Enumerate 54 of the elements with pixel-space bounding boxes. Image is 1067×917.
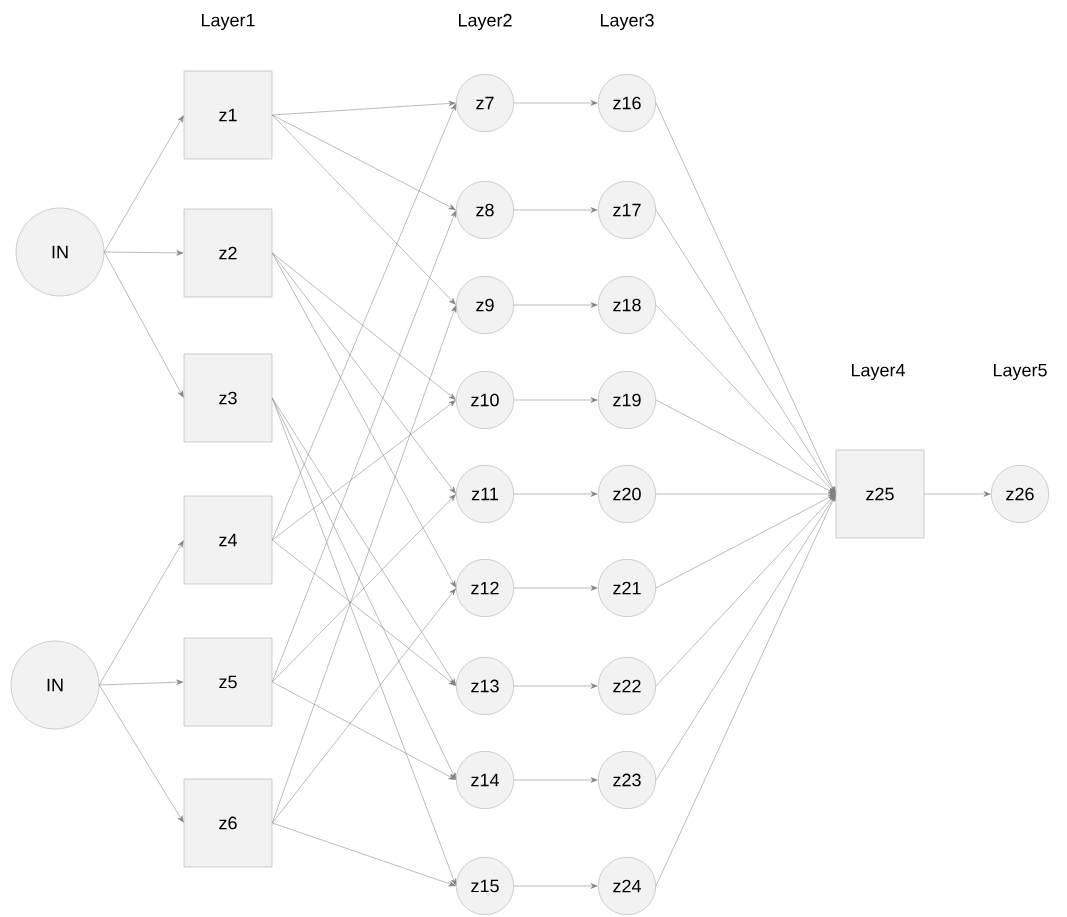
arrow [272, 252, 456, 588]
arrow [655, 399, 836, 494]
arrow [99, 684, 184, 823]
arrow [272, 494, 456, 683]
layer-label: Layer3 [600, 13, 654, 31]
layer-label: Layer5 [993, 363, 1047, 381]
node-box: z2 [183, 208, 273, 298]
arrow [99, 540, 184, 686]
arrow [272, 114, 456, 305]
arrow [513, 585, 598, 591]
arrow [272, 100, 456, 116]
arrow [104, 250, 184, 256]
arrow [99, 679, 184, 686]
node-box: z4 [183, 495, 273, 585]
arrow [272, 397, 457, 886]
arrow [655, 494, 836, 887]
arrow [513, 397, 598, 403]
arrow [272, 681, 456, 780]
arrow [104, 251, 184, 398]
arrow [655, 494, 836, 781]
arrow [655, 491, 836, 497]
node-box: z5 [183, 637, 273, 727]
arrow [272, 103, 457, 541]
arrow [655, 494, 836, 589]
arrow [272, 114, 456, 210]
arrow [513, 100, 598, 106]
arrow [655, 494, 836, 687]
arrow [513, 207, 598, 213]
arrow [924, 491, 991, 497]
arrow [272, 305, 457, 824]
arrow [513, 777, 598, 783]
arrow [272, 210, 457, 683]
node-box: z3 [183, 353, 273, 443]
arrow [104, 115, 184, 253]
node-box: z1 [183, 70, 273, 160]
arrow [272, 252, 456, 400]
arrow [655, 209, 836, 494]
node-box: z6 [183, 778, 273, 868]
layer-label: Layer1 [201, 13, 255, 31]
node-box: z25 [835, 449, 925, 539]
arrow [513, 883, 598, 889]
layer-label: Layer4 [851, 363, 905, 381]
arrow [513, 683, 598, 689]
arrow [655, 304, 836, 494]
layer-label: Layer2 [458, 13, 512, 31]
arrow [513, 302, 598, 308]
arrow [272, 397, 456, 686]
arrow [272, 400, 456, 541]
arrow [513, 491, 598, 497]
arrow [272, 252, 456, 494]
arrow [272, 539, 456, 686]
arrow [655, 102, 836, 494]
arrow [272, 822, 456, 887]
arrow [272, 588, 456, 824]
